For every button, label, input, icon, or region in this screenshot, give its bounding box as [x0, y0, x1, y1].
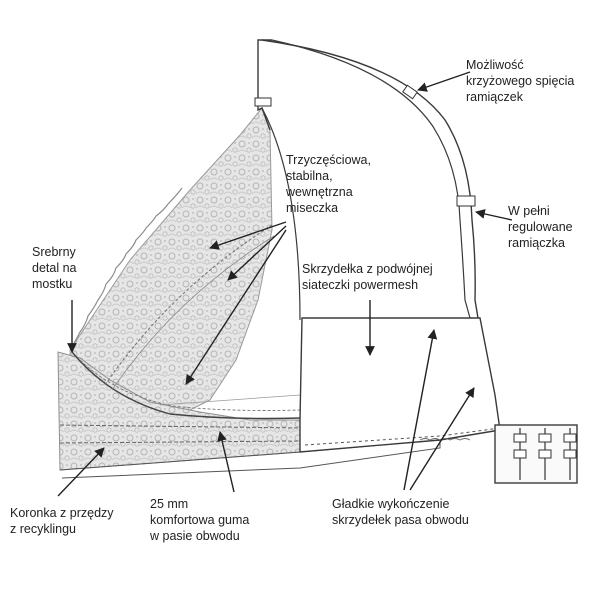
- arrow-band: [217, 431, 235, 493]
- underwire-channel: [71, 351, 301, 420]
- arrow-cup-2: [227, 225, 287, 281]
- lace-scallop: [69, 187, 183, 351]
- wing-lower-trim: [304, 427, 501, 446]
- arrow-finish-2: [409, 387, 475, 491]
- hook-closure: [494, 424, 578, 484]
- band-lower-edge: [59, 439, 441, 479]
- cup-seam: [104, 224, 273, 386]
- arrow-cup-3: [185, 229, 287, 385]
- band-stitch: [59, 424, 303, 429]
- cup-inner-edge: [261, 107, 301, 321]
- arrow-adjustable: [475, 209, 513, 221]
- strap-arc: [261, 39, 479, 319]
- back-wing: [299, 317, 501, 453]
- cross-clip: [402, 84, 418, 100]
- strap-arc-inner: [271, 39, 471, 319]
- arrow-lace: [57, 447, 105, 497]
- label-cup: Trzyczęściowa, stabilna, wewnętrzna mise…: [286, 153, 371, 215]
- band-stitch-2: [59, 440, 303, 444]
- label-wings: Skrzydełka z podwójnej siateczki powerme…: [302, 262, 433, 292]
- arrow-cup-1: [209, 221, 287, 250]
- label-lace: Koronka z przędzy z recyklingu: [10, 506, 114, 536]
- strap-slider: [456, 195, 476, 207]
- label-strap-cross: Możliwość krzyżowego spięcia ramiączek: [466, 58, 575, 104]
- label-adjustable: W pełni regulowane ramiączka: [508, 204, 573, 250]
- label-band: 25 mm komfortowa guma w pasie obwodu: [150, 497, 250, 543]
- label-silver: Srebrny detal na mostku: [32, 245, 77, 291]
- label-finish: Gładkie wykończenie skrzydełek pasa obwo…: [332, 497, 469, 527]
- arrow-strap-cross: [417, 71, 471, 92]
- strap-ring-top: [254, 97, 272, 107]
- arrow-finish-1: [403, 329, 438, 491]
